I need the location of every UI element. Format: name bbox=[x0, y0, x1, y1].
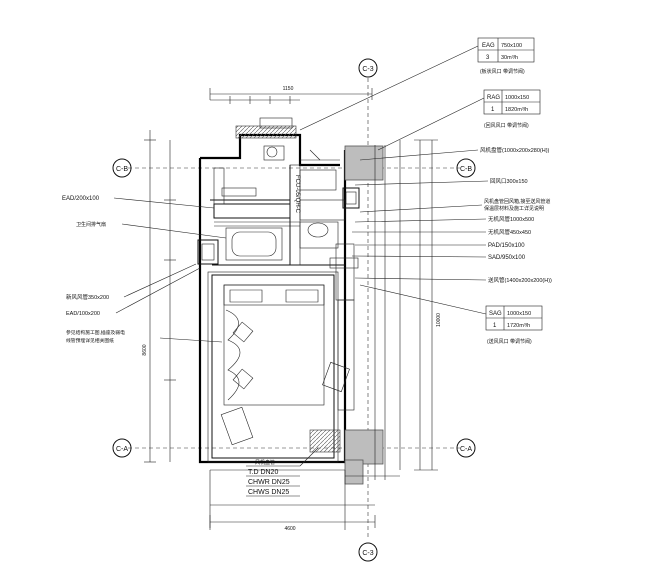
table-note: (送风风口 带调节阀) bbox=[487, 338, 532, 345]
note-fresh-box: 无机风管450x450 bbox=[488, 228, 531, 236]
ductwork bbox=[213, 164, 359, 301]
table-code: RAG bbox=[487, 95, 500, 101]
pipe-chws: CHWS DN25 bbox=[248, 489, 289, 496]
table-note: (板状风口 带调节阀) bbox=[480, 68, 525, 75]
table-code: SAG bbox=[489, 311, 502, 317]
note-ead-bottom: EAD/100x200 bbox=[66, 311, 100, 317]
axis-label: C-A bbox=[460, 446, 472, 453]
axis-label: C-3 bbox=[362, 550, 373, 557]
dimension-lines: 1150 4600 8600 10000 bbox=[142, 86, 442, 532]
axis-bubble-c3-top: C-3 bbox=[358, 58, 378, 78]
axis-label: C-B bbox=[116, 166, 128, 173]
note-fresh-left: 新风风管350x200 bbox=[66, 293, 109, 301]
facade-lines bbox=[209, 145, 400, 530]
table-qty: 1 bbox=[491, 107, 495, 113]
table-flow: 1720m³/h bbox=[507, 323, 530, 329]
note-hvac-2: 保温层材料及施工详见说明 bbox=[484, 205, 544, 212]
note-fcu: 风机盘管(1000x200x280(H)) bbox=[480, 146, 550, 154]
pipe-title: 风机盘管 bbox=[255, 459, 275, 466]
axis-label: C-B bbox=[460, 166, 472, 173]
structural-columns bbox=[197, 145, 384, 485]
equipment-tag: FCU-05/QH-C bbox=[294, 175, 300, 214]
note-bath-fan: 卫生间排气扇 bbox=[76, 221, 106, 228]
pipe-callouts: 风机盘管 T.D DN20 CHWR DN25 CHWS DN25 bbox=[246, 447, 319, 497]
table-qty: 3 bbox=[486, 55, 490, 61]
dim-bottom: 4600 bbox=[284, 526, 295, 532]
note-riser-2: 线管预埋详见相关图纸 bbox=[66, 337, 114, 344]
table-sag: SAG 1000x150 1 1720m³/h (送风风口 带调节阀) bbox=[359, 284, 543, 345]
note-ead-top: EAD/200x100 bbox=[62, 196, 100, 202]
pipe-chwr: CHWR DN25 bbox=[248, 479, 290, 486]
pipe-td: T.D DN20 bbox=[248, 469, 278, 476]
note-pad: PAD/150x100 bbox=[488, 243, 525, 249]
bedroom-furniture bbox=[220, 284, 355, 453]
table-flow: 1820m³/h bbox=[505, 107, 528, 113]
axis-label: C-A bbox=[116, 446, 128, 453]
axis-bubble-c3-bottom: C-3 bbox=[358, 542, 378, 562]
note-return-box: 无机风管1000x500 bbox=[488, 215, 534, 223]
right-annotations: 风机盘管(1000x200x280(H)) 回风口300x150 风机盘管回风箱… bbox=[351, 146, 552, 284]
table-note: (回风风口 带调节阀) bbox=[484, 122, 529, 129]
table-rag: RAG 1000x150 1 1820m³/h (回风风口 带调节阀) bbox=[377, 89, 541, 151]
axis-bubble-cb-right: C-B bbox=[456, 158, 476, 178]
left-annotations: EAD/200x100 卫生间排气扇 新风风管350x200 EAD/100x2… bbox=[62, 196, 227, 344]
dim-left: 8600 bbox=[142, 344, 148, 355]
note-sad: SAD/950x100 bbox=[488, 255, 526, 261]
table-size: 1000x150 bbox=[507, 311, 531, 317]
axis-label: C-3 bbox=[362, 66, 373, 73]
note-hvac-1: 风机盘管回风箱,接至送风管道 bbox=[484, 198, 550, 205]
note-riser-1: 参见结构施工图,插座及弱电 bbox=[66, 329, 125, 336]
axis-bubble-ca-left: C-A bbox=[112, 438, 132, 458]
dim-top: 1150 bbox=[283, 86, 294, 92]
table-qty: 1 bbox=[493, 323, 497, 329]
axis-bubble-ca-right: C-A bbox=[456, 438, 476, 458]
dim-right: 10000 bbox=[436, 313, 442, 327]
table-eag: EAG 750x100 3 30m³/h (板状风口 带调节阀) bbox=[299, 37, 535, 131]
axis-bubble-cb-left: C-B bbox=[112, 158, 132, 178]
table-code: EAG bbox=[482, 43, 495, 49]
table-size: 1000x150 bbox=[505, 95, 529, 101]
table-size: 750x100 bbox=[501, 43, 522, 49]
note-supply-box: 送风管(1400x200x200(H)) bbox=[488, 276, 552, 284]
room-walls bbox=[198, 117, 347, 464]
table-flow: 30m³/h bbox=[501, 55, 518, 61]
note-rag-neck: 回风口300x150 bbox=[490, 178, 528, 185]
